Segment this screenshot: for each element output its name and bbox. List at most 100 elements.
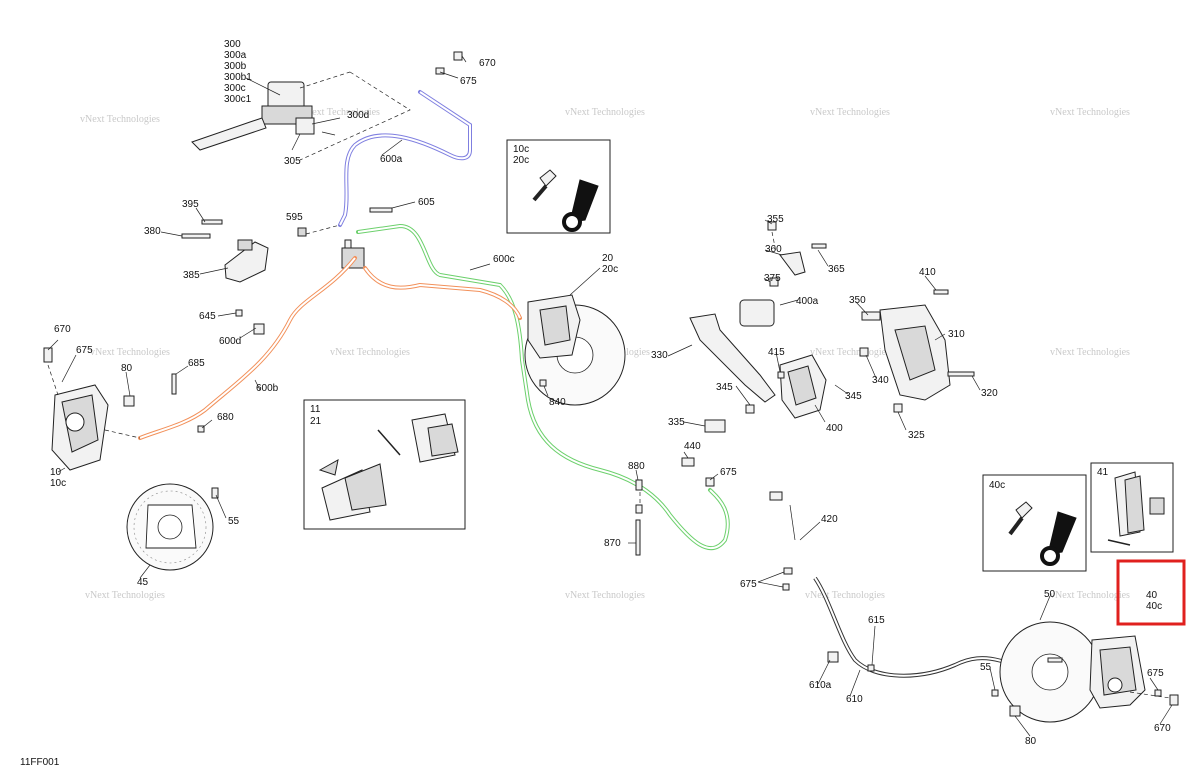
watermark: vNext Technologies <box>810 107 890 118</box>
watermark: vNext Technologies <box>300 107 380 118</box>
callout-675-mid: 675 <box>720 467 737 478</box>
front-brake-disc <box>126 483 214 571</box>
callout-10c: 10c <box>50 478 66 489</box>
highlighted-callout-40[interactable]: 40 40c <box>1116 559 1186 626</box>
watermark: vNext Technologies <box>565 590 645 601</box>
callout-300c: 300c <box>224 83 246 94</box>
callout-870: 870 <box>604 538 621 549</box>
callout-415: 415 <box>768 347 785 358</box>
callout-605: 605 <box>418 197 435 208</box>
callout-55-left: 55 <box>228 516 240 527</box>
svg-text:20c: 20c <box>513 155 529 166</box>
callout-40: 40 <box>1146 590 1158 601</box>
callout-80-left: 80 <box>121 363 133 374</box>
callout-310: 310 <box>948 329 965 340</box>
svg-text:10c: 10c <box>513 144 529 155</box>
callout-615: 615 <box>868 615 885 626</box>
svg-text:21: 21 <box>310 416 322 427</box>
svg-text:40c: 40c <box>989 480 1005 491</box>
bracket-part-385 <box>224 239 269 283</box>
figure-code: 11FF001 <box>20 757 60 768</box>
callout-345b: 345 <box>845 391 862 402</box>
brake-hose-600c <box>356 223 730 551</box>
callout-420: 420 <box>821 514 838 525</box>
callout-675-left: 675 <box>76 345 93 356</box>
svg-text:11: 11 <box>310 404 321 415</box>
callout-10: 10 <box>50 467 62 478</box>
watermark: vNext Technologies <box>1050 590 1130 601</box>
callout-340: 340 <box>872 375 889 386</box>
watermark: vNext Technologies <box>80 114 160 125</box>
callout-20: 20 <box>602 253 614 264</box>
watermark: vNext Technologies <box>1050 347 1130 358</box>
callout-600c: 600c <box>493 254 515 265</box>
callout-300: 300 <box>224 39 241 50</box>
svg-text:41: 41 <box>1097 467 1109 478</box>
callout-50: 50 <box>1044 589 1056 600</box>
callout-600a: 600a <box>380 154 403 165</box>
handlebar-master-cylinder <box>191 81 315 151</box>
inset-bleeder-front: 10c 20c <box>506 139 611 234</box>
leader-lines <box>47 55 1173 737</box>
callout-610a: 610a <box>809 680 832 691</box>
callout-80-right: 80 <box>1025 736 1037 747</box>
callout-20c: 20c <box>602 264 618 275</box>
brake-pedal-assembly <box>689 299 827 433</box>
watermark: vNext Technologies <box>90 347 170 358</box>
callout-375: 375 <box>764 273 781 284</box>
callout-305: 305 <box>284 156 301 167</box>
callout-410: 410 <box>919 267 936 278</box>
callout-670: 670 <box>479 58 496 69</box>
callout-355: 355 <box>767 214 784 225</box>
front-caliper-right-and-disc <box>524 294 626 406</box>
callout-675-low: 675 <box>740 579 757 590</box>
watermark: vNext Technologies <box>85 590 165 601</box>
callout-395: 395 <box>182 199 199 210</box>
callout-670-right: 670 <box>1154 723 1171 734</box>
callout-600b: 600b <box>256 383 279 394</box>
highlight-box <box>1116 559 1186 626</box>
callout-675: 675 <box>460 76 477 87</box>
inset-brake-pads-front: 11 21 <box>303 399 466 530</box>
callout-300c1: 300c1 <box>224 94 252 105</box>
callout-300a: 300a <box>224 50 247 61</box>
callout-325: 325 <box>908 430 925 441</box>
watermark: vNext Technologies <box>805 590 885 601</box>
callout-670-left: 670 <box>54 324 71 335</box>
watermark: vNext Technologies <box>565 107 645 118</box>
rear-brake-disc-and-caliper <box>999 621 1146 723</box>
front-caliper-left <box>43 347 135 471</box>
brake-distribution-block <box>341 239 365 269</box>
callout-675-right: 675 <box>1147 668 1164 679</box>
callout-360: 360 <box>765 244 782 255</box>
callout-385: 385 <box>183 270 200 281</box>
callout-45: 45 <box>137 577 149 588</box>
inset-bleeder-rear: 40c <box>982 474 1087 572</box>
callout-880: 880 <box>628 461 645 472</box>
callout-300b: 300b <box>224 61 247 72</box>
callout-840: 840 <box>549 397 566 408</box>
callout-345: 345 <box>716 382 733 393</box>
callout-labels: 300 300a 300b 300b1 300c 300c1 305 300d … <box>50 39 1171 747</box>
callout-320: 320 <box>981 388 998 399</box>
brake-hose-600a <box>338 90 472 227</box>
watermark: vNext Technologies <box>330 347 410 358</box>
callout-595: 595 <box>286 212 303 223</box>
callout-400a: 400a <box>796 296 819 307</box>
fasteners <box>171 51 1179 717</box>
pedal-mounting-bracket <box>879 304 951 401</box>
callout-645: 645 <box>199 311 216 322</box>
callout-680: 680 <box>217 412 234 423</box>
callout-600d: 600d <box>219 336 241 347</box>
callout-440: 440 <box>684 441 701 452</box>
callout-685: 685 <box>188 358 205 369</box>
watermark: vNext Technologies <box>1050 107 1130 118</box>
callout-40c: 40c <box>1146 601 1162 612</box>
watermark: vNext Technologies <box>810 347 890 358</box>
brake-hose-600b <box>138 256 522 440</box>
callout-400: 400 <box>826 423 843 434</box>
callout-365: 365 <box>828 264 845 275</box>
callout-380: 380 <box>144 226 161 237</box>
